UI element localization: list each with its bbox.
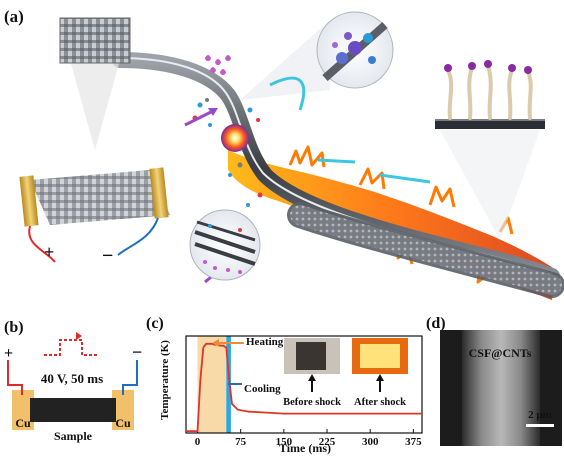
panel-b-label: (b) — [4, 319, 24, 336]
zoom-cone-cnt — [440, 130, 540, 240]
wire-positive — [28, 225, 56, 263]
sample-label: Sample — [54, 429, 93, 443]
sample-bar — [30, 398, 116, 422]
chart-xlabel: Time (ms) — [279, 441, 331, 455]
after-shock-glow — [360, 344, 400, 368]
before-shock-label: Before shock — [283, 397, 341, 408]
wire-positive-b — [7, 360, 23, 395]
scalebar-label: 2 μm — [528, 409, 552, 421]
x-tick-label: 225 — [319, 436, 336, 448]
panel-a-label: (a) — [4, 7, 24, 26]
x-tick-label: 0 — [195, 436, 201, 448]
zoom-cone-particles — [240, 20, 330, 100]
positive-sign-b: + — [4, 345, 13, 362]
thermal-shock-flash — [221, 124, 249, 152]
precursor-droplets — [205, 55, 231, 75]
panel-c: (c) Temperature (K) 0 75 150 225 300 375 Time… — [146, 315, 423, 455]
chart-ylabel: Temperature (K) — [159, 340, 171, 420]
positive-sign: + — [44, 242, 54, 262]
cu-left-label: Cu — [15, 416, 31, 430]
gold-electrode-right — [149, 167, 169, 219]
wire-negative — [117, 217, 159, 256]
cnt-forest-inset — [435, 60, 545, 129]
carbon-fabric-sheet — [30, 170, 170, 225]
heating-label: Heating — [246, 336, 284, 348]
cu-electrode-left — [12, 390, 34, 430]
cyan-arrow-2 — [317, 158, 356, 164]
panel-a: (a) + − — [4, 7, 564, 300]
x-tick-label: 75 — [235, 436, 247, 448]
before-arrowhead — [308, 374, 316, 381]
zoom-cone-fabric — [70, 60, 120, 150]
purple-arrowhead-top — [208, 108, 218, 116]
cnt-fiber-texture — [290, 205, 562, 295]
cooling-label: Cooling — [244, 383, 281, 395]
x-tick-label: 375 — [405, 436, 422, 448]
cyan-arrow-1 — [269, 76, 306, 111]
negative-sign: − — [102, 245, 113, 267]
after-arrowhead — [376, 374, 384, 381]
cyan-arrow-3 — [379, 173, 431, 184]
x-tick-label: 300 — [362, 436, 379, 448]
temperature-chart: 0 75 150 225 300 375 — [185, 335, 423, 448]
nanoparticles — [322, 22, 388, 81]
gold-electrode-left — [19, 175, 39, 227]
temperature-line — [186, 342, 422, 432]
shaded-region-heating — [197, 336, 227, 433]
heating-arrowhead — [212, 339, 219, 347]
panel-b: (b) 40 V, 50 ms Cu Cu Sample + − — [4, 319, 142, 443]
negative-sign-b: − — [132, 342, 142, 362]
panel-c-label: (c) — [146, 315, 164, 332]
pulse-arrow — [76, 332, 82, 340]
scalebar — [526, 424, 554, 427]
after-shock-label: After shock — [354, 397, 406, 408]
woven-fabric-inset — [59, 17, 131, 64]
voltage-label: 40 V, 50 ms — [41, 371, 103, 386]
material-label: CSF@CNTs — [469, 346, 532, 360]
panel-d: (d) CSF@CNTs 2 μm — [426, 315, 562, 446]
wire-negative-b — [122, 360, 138, 395]
voltage-pulse-icon — [44, 339, 98, 356]
cu-right-label: Cu — [115, 416, 131, 430]
fiber-zoom-inset — [189, 209, 261, 281]
panel-d-label: (d) — [426, 315, 446, 332]
before-shock-sample — [296, 342, 326, 370]
fiber-zoom-strands — [194, 220, 256, 274]
chart-frame — [185, 335, 423, 434]
purple-arrow-top — [184, 108, 216, 127]
x-tick-label: 150 — [276, 436, 293, 448]
cu-electrode-right — [112, 390, 134, 430]
